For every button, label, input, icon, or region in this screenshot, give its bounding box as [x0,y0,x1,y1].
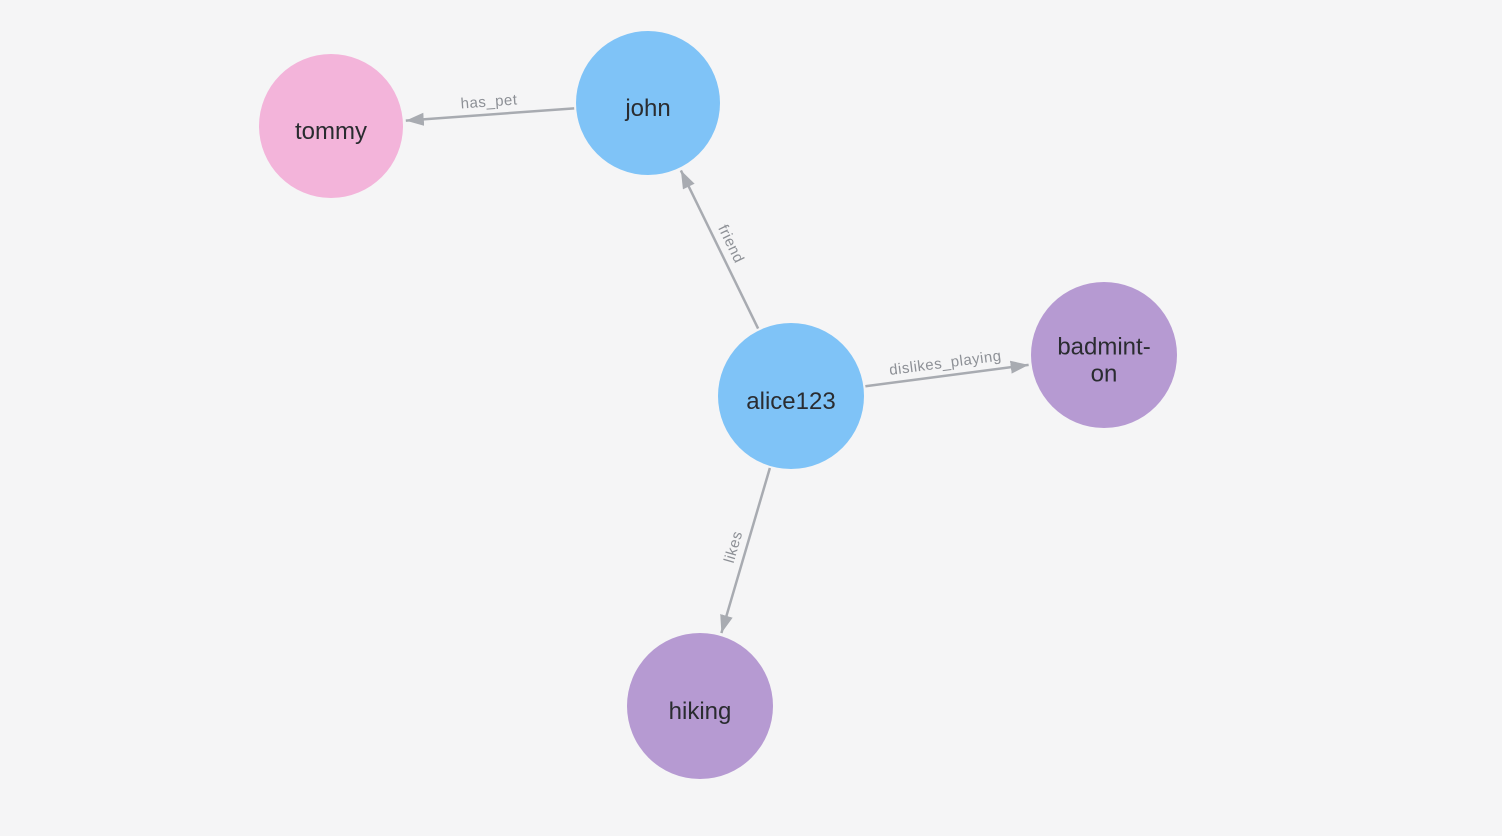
node-label: hiking [669,698,732,725]
edge-label: friend [714,222,747,266]
node-circle[interactable] [718,323,864,469]
node-circle[interactable] [1031,282,1177,428]
node-circle[interactable] [259,54,403,198]
node-layer: tommy john alice123 badmint-on hiking [259,31,1177,779]
graph-node-alice123[interactable]: alice123 [718,323,864,469]
edge-label: dislikes_playing [888,347,1002,379]
graph-edge-likes[interactable]: likes [720,467,772,634]
graph-node-hiking[interactable]: hiking [627,633,773,779]
edge-line[interactable] [720,467,772,634]
graph-node-badminton[interactable]: badmint-on [1031,282,1177,428]
edge-line[interactable] [865,360,1029,388]
node-label: john [624,95,670,122]
edge-label: has_pet [460,91,518,112]
graph-node-john[interactable]: john [576,31,720,175]
node-label: on [1091,361,1118,388]
node-label: badmint- [1057,334,1150,361]
graph-edge-dislikes_playing[interactable]: dislikes_playing [865,347,1029,388]
node-label: alice123 [746,388,835,415]
graph-edge-has_pet[interactable]: has_pet [405,91,575,126]
edge-line[interactable] [405,107,575,126]
node-circle[interactable] [576,31,720,175]
node-circle[interactable] [627,633,773,779]
node-label: tommy [295,118,367,145]
graph-node-tommy[interactable]: tommy [259,54,403,198]
edge-line[interactable] [679,169,760,330]
graph-edge-friend[interactable]: friend [679,169,760,330]
